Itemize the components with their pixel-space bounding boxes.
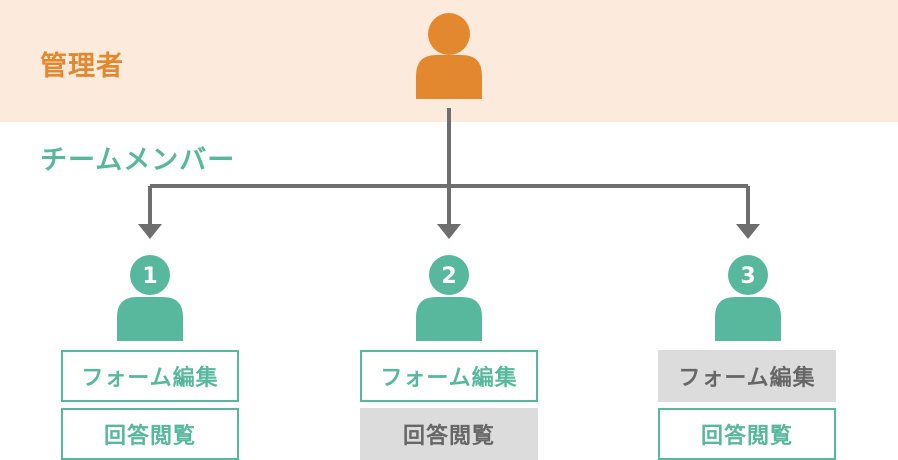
member-number: 3 bbox=[740, 264, 755, 289]
arrow-down-icon bbox=[437, 224, 461, 239]
permission-form-edit: フォーム編集 bbox=[61, 350, 239, 402]
permission-response-view: 回答閲覧 bbox=[658, 408, 836, 460]
member-3-person-icon: 3 bbox=[715, 255, 781, 341]
arrow-down-icon bbox=[736, 224, 760, 239]
arrow-down-icon bbox=[138, 224, 162, 239]
member-number: 1 bbox=[142, 264, 157, 289]
admin-person-icon bbox=[416, 13, 482, 99]
member-2-person-icon: 2 bbox=[416, 255, 482, 341]
permission-form-edit: フォーム編集 bbox=[658, 350, 836, 402]
team-label: チームメンバー bbox=[40, 145, 236, 176]
permission-form-edit: フォーム編集 bbox=[360, 350, 538, 402]
member-1-person-icon: 1 bbox=[117, 255, 183, 341]
member-number: 2 bbox=[441, 264, 456, 289]
permission-response-view: 回答閲覧 bbox=[61, 408, 239, 460]
admin-label: 管理者 bbox=[40, 51, 124, 82]
permission-response-view: 回答閲覧 bbox=[360, 408, 538, 460]
